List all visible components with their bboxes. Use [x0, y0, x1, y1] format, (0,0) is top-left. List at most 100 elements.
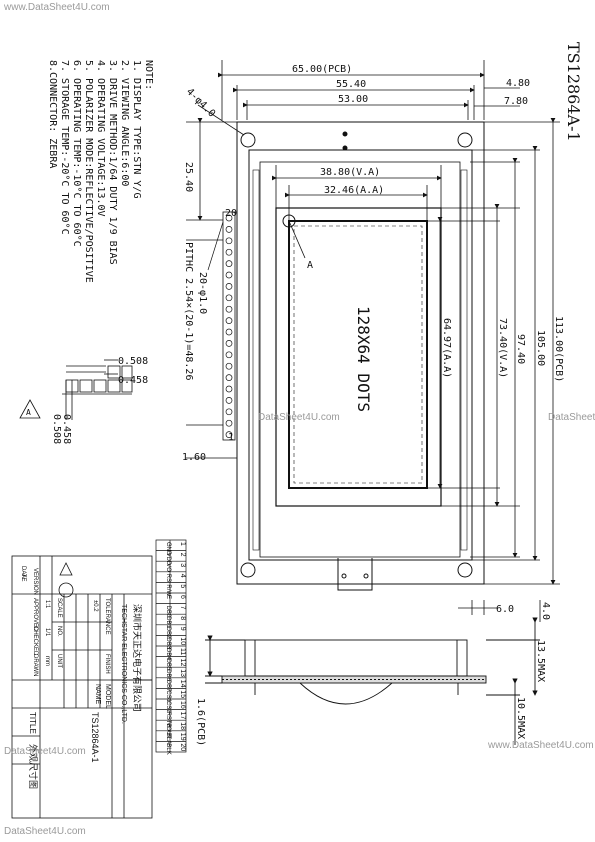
title-value: 外观尺寸图	[27, 744, 39, 789]
dim-0508-left: 0.508	[51, 414, 62, 444]
pin-number: 8	[179, 616, 186, 620]
watermark-bottom[interactable]: DataSheet4U.com	[4, 826, 86, 837]
watermark-mid-right[interactable]: DataSheet	[548, 412, 595, 423]
pin-number: 12	[179, 659, 186, 667]
pin-number: 9	[179, 627, 186, 631]
pin-name: DB6	[165, 669, 171, 681]
pin-hole	[225, 294, 233, 302]
dim-0458-top: 0.458	[118, 375, 148, 386]
title-block-text: 深圳市天正达电子有限公司 TECHSTAR ELECTRONICS CO.,LT…	[20, 566, 143, 789]
dim-0458-left: 0.458	[61, 414, 72, 444]
pin-name: DB1	[165, 616, 171, 628]
dim-40: 4.0	[540, 602, 551, 620]
detail-a-triangle-label: A	[26, 408, 31, 417]
company-logo-icon	[59, 562, 73, 576]
unit-value: mm	[44, 656, 50, 666]
note-8: 8.CONNECTOR: ZEBRA	[47, 60, 58, 168]
pin-name: DB2	[165, 627, 171, 639]
pin-number: 6	[179, 595, 186, 599]
pin-number: 18	[179, 722, 186, 730]
scale-value: 1:1	[44, 600, 50, 609]
pin-hole	[225, 340, 233, 347]
pin-hole	[225, 374, 233, 381]
top-dimensions	[186, 60, 520, 221]
pin-number: 3	[179, 563, 186, 567]
watermark-mid[interactable]: DataSheet4U.com	[258, 412, 340, 423]
pin-name: BLA	[165, 733, 171, 744]
pin-hole	[225, 385, 233, 393]
dim-0508-top: 0.508	[118, 356, 148, 367]
dim-hole: 4-φ4.0	[184, 86, 217, 119]
detail-a-view	[19, 359, 133, 420]
dim-105max: 10.5MAX	[515, 697, 526, 739]
drawn-label: DRAWN	[32, 654, 38, 676]
pin-name: DB5	[165, 659, 171, 671]
pin-hole	[225, 431, 233, 438]
watermark-left-bottom[interactable]: DataSheet4U.com	[4, 746, 86, 757]
pin-hole	[225, 328, 233, 336]
module-side-view	[205, 617, 540, 745]
model-label: MODEL	[104, 684, 111, 709]
mount-hole-tr	[457, 132, 473, 148]
model-value: TS12864A-1	[90, 712, 100, 763]
pcb-outline	[236, 121, 485, 585]
pin-1-label: 1	[228, 432, 234, 443]
date-label: DATE	[20, 566, 26, 582]
dim-2540: 25.40	[183, 162, 194, 192]
note-7: 7. STORAGE TEMP:-20°C TO 60°C	[59, 60, 70, 235]
no-label: NO.	[56, 626, 62, 637]
pin-header	[222, 211, 236, 441]
dim-160: 1.60	[182, 452, 206, 463]
pin-hole	[225, 214, 233, 222]
pin-number: 17	[179, 712, 186, 720]
pin-name: VOUT	[165, 722, 171, 739]
pin-number: 10	[179, 637, 186, 645]
pin-number: 16	[179, 701, 186, 709]
pin-number: 2	[179, 553, 186, 557]
pin-number: 11	[179, 648, 186, 655]
version-label: VERSION	[32, 568, 38, 595]
pin-number: 1	[179, 542, 186, 546]
watermark-right-bottom[interactable]: www.DataSheet4U.com	[488, 740, 594, 751]
pin-number: 15	[179, 690, 186, 698]
detail-a-label: A	[307, 260, 313, 271]
dim-5300: 53.00	[338, 94, 368, 105]
checked-label: CHECKED	[32, 626, 38, 656]
watermark-top[interactable]: www.DataSheet4U.com	[4, 2, 110, 13]
mount-hole-bl	[240, 562, 256, 578]
note-5: 5. POLARIZER MODE:REFLECTIVE/POSITIVE	[83, 60, 94, 283]
active-area	[288, 220, 428, 489]
pin-name: VDD	[165, 553, 171, 566]
pin-hole	[225, 362, 233, 370]
note-6: 6. OPERATING TEMP:-10°C TO 60°C	[71, 60, 82, 247]
dim-780: 7.80	[504, 96, 528, 107]
pin-hole	[225, 271, 233, 279]
dim-60: 6.0	[496, 604, 514, 615]
scale-label: SCALE	[56, 598, 62, 618]
pin-number: 4	[179, 574, 186, 578]
title-block	[11, 555, 153, 819]
dim-pcb-height: 113.00(PCB)	[553, 316, 564, 382]
pin-hole	[225, 305, 233, 313]
bezel-outline	[248, 149, 473, 561]
pin-name: CS1	[165, 690, 171, 702]
name-label: NAME	[94, 684, 101, 705]
notes-block: NOTE: 1. DISPLAY TYPE:STN Y/G 2. VIEWING…	[47, 60, 154, 283]
pin-name: RS	[165, 574, 171, 582]
pin-name: DB3	[165, 637, 171, 649]
pin-name: BLK	[165, 743, 171, 754]
pin-number: 14	[179, 680, 186, 688]
pin-name: CS2	[165, 701, 171, 713]
dim-pitch: PITHC 2.54×(20-1)=48.26	[183, 242, 194, 380]
pin-hole	[225, 248, 233, 256]
pin-number: 13	[179, 669, 186, 677]
note-4: 4. OPERATING VOLTAGE:13.0V	[95, 60, 106, 217]
pin-hole	[225, 419, 233, 427]
unit-label: UNIT	[56, 654, 62, 668]
pin-name: DB4	[165, 648, 171, 660]
pin-number: 20	[179, 743, 186, 751]
no-value: 1/1	[44, 628, 50, 637]
